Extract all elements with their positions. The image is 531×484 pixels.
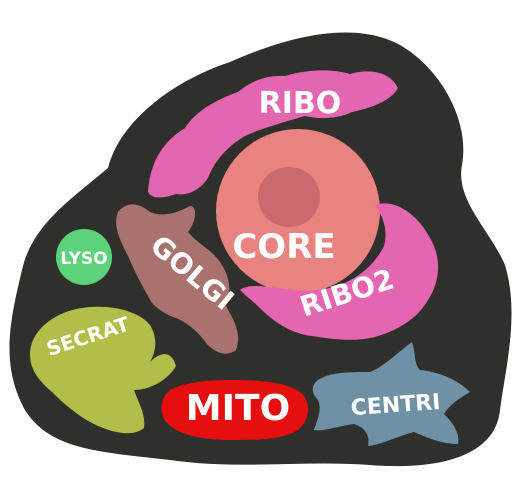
core-label: CORE xyxy=(232,227,335,267)
golgi-organelle xyxy=(116,204,239,354)
lyso-label: LYSO xyxy=(60,249,107,269)
centri-organelle xyxy=(312,342,470,446)
ribo-organelle xyxy=(148,70,398,198)
mito-label: MITO xyxy=(186,388,290,429)
mito-organelle xyxy=(161,380,309,440)
lyso-organelle xyxy=(56,229,112,285)
nucleolus xyxy=(258,167,320,227)
centri-label: CENTRI xyxy=(350,390,441,421)
ribo2-organelle xyxy=(240,203,439,340)
ribo-label: RIBO xyxy=(259,86,342,121)
secrat-organelle xyxy=(30,306,176,434)
